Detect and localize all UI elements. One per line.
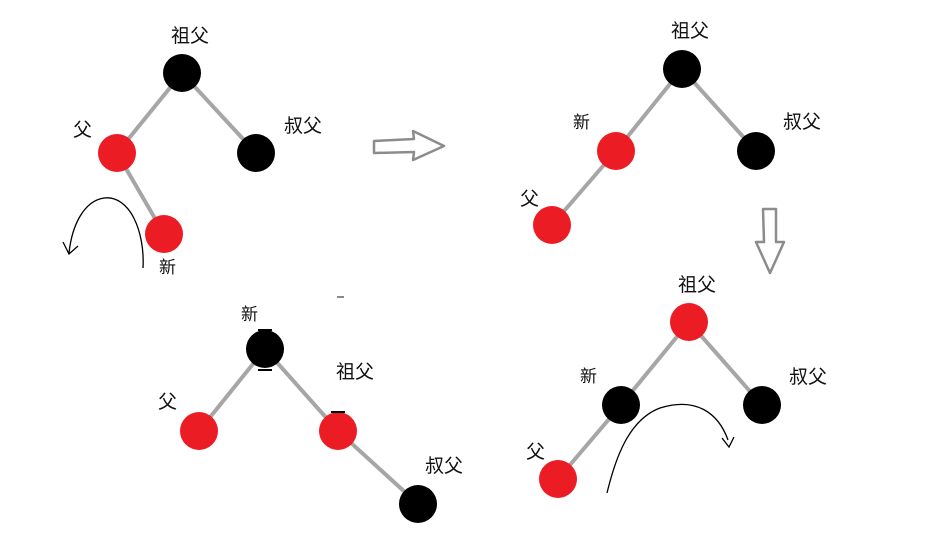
t1-node-new [145,215,183,253]
rotate-left-arrowhead-icon [62,241,79,256]
t4-node-father [180,412,218,450]
t1-label-uncle: 叔父 [284,115,323,137]
t2-node-new [597,132,635,170]
t1-label-new: 新 [159,258,176,278]
t3-label-uncle: 叔父 [789,366,828,388]
t3-label-grandfather: 祖父 [678,274,717,296]
t3-node-new [602,386,640,424]
arrow-right-icon [372,129,446,162]
t4-node-grandfather [319,412,357,450]
t1-label-grandfather: 祖父 [171,25,210,47]
arrow-down-icon [754,207,786,275]
t2-label-uncle: 叔父 [783,111,822,133]
t2-label-father: 父 [520,188,540,210]
t4-node-new [246,330,284,368]
t4-label-uncle: 叔父 [425,455,464,477]
rotate-right-arrowhead-icon [721,436,735,449]
t4-label-grandfather: 祖父 [336,361,375,383]
t3-node-father [539,460,577,498]
t2-node-uncle [737,132,775,170]
t2-node-father [533,206,571,244]
t1-node-uncle [237,134,275,172]
t3-node-grandfather [670,303,708,341]
t3-label-new: 新 [580,367,597,387]
t2-label-new: 新 [573,113,590,133]
t3-node-uncle [743,386,781,424]
t2-node-grandfather [663,50,701,88]
t1-label-father: 父 [73,119,93,141]
rotate-right-arrow-icon [606,403,729,494]
rotate-left-arrow-icon [68,197,144,269]
t1-node-father [98,134,136,172]
t4-label-father: 父 [158,391,178,413]
t2-label-grandfather: 祖父 [671,20,710,42]
t3-label-father: 父 [526,441,546,463]
t4-node-uncle [399,485,437,523]
t4-label-new: 新 [241,305,258,325]
t1-node-grandfather [163,54,201,92]
